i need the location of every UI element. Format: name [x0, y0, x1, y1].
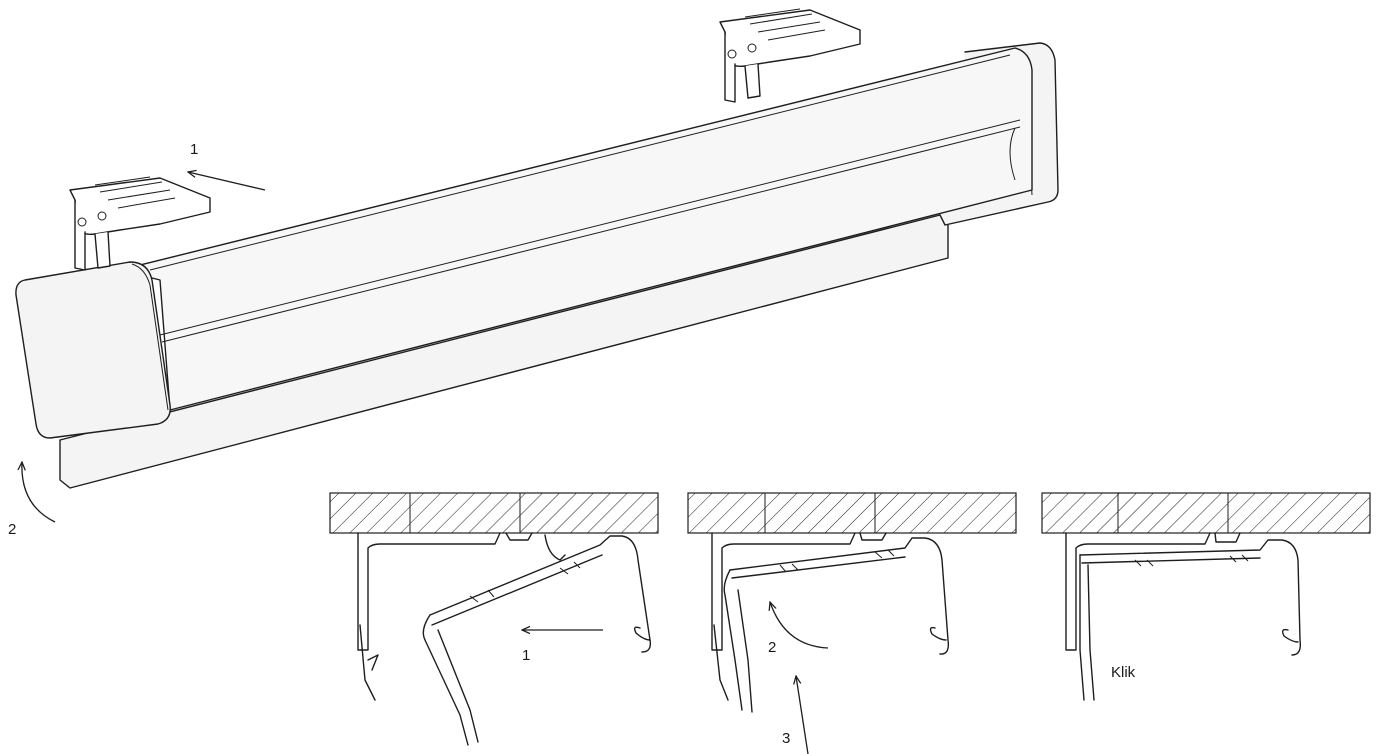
left-end-cap [15, 261, 171, 439]
section-view-1 [329, 492, 659, 746]
step-1-label: 1 [190, 141, 199, 158]
klik-label: Klik [1111, 664, 1136, 681]
section-view-3 [1041, 492, 1371, 701]
section-1-step-label: 1 [522, 647, 531, 664]
ceiling-hatch [1041, 492, 1371, 534]
section-view-2 [687, 492, 1017, 754]
blind-cassette-assembly [15, 8, 1059, 489]
cassette-body [119, 47, 1033, 411]
ceiling-hatch [329, 492, 659, 534]
step-2-label: 2 [8, 521, 17, 538]
slide-arrow [188, 172, 266, 191]
ceiling-hatch [687, 492, 1017, 534]
section-2-step-label: 2 [768, 639, 777, 656]
left-mounting-bracket [69, 176, 211, 271]
right-mounting-bracket [719, 8, 861, 103]
rotate-arrow [22, 462, 56, 523]
section-2-step-b-label: 3 [782, 730, 791, 747]
